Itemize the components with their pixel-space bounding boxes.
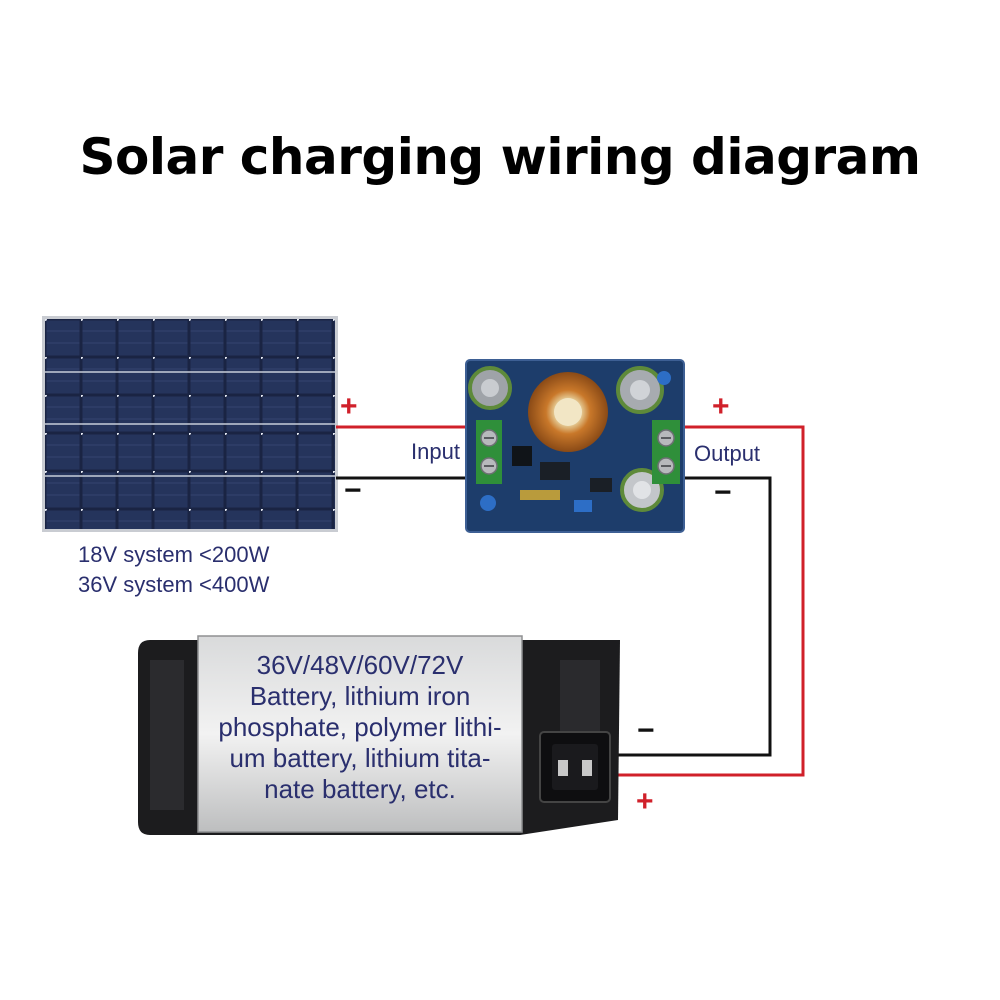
panel-minus-sign: − xyxy=(344,474,362,507)
battery-label-area xyxy=(197,635,523,833)
charging-port xyxy=(539,731,611,803)
input-terminal xyxy=(476,420,502,484)
battery-line-4: um battery, lithium tita- xyxy=(229,743,491,773)
charge-controller xyxy=(465,359,685,533)
battery-line-3: phosphate, polymer lithi- xyxy=(218,712,502,742)
output-plus-sign: + xyxy=(712,390,730,423)
battery-line-2: Battery, lithium iron xyxy=(249,681,471,711)
input-label: Input xyxy=(411,439,460,464)
battery-plus-sign: + xyxy=(636,785,654,818)
input-wires xyxy=(336,425,478,480)
output-terminal xyxy=(652,420,680,484)
battery-line-1: 36V/48V/60V/72V xyxy=(256,650,464,680)
battery-pack xyxy=(138,635,620,835)
battery-minus-sign: − xyxy=(637,714,655,747)
diagram-title: Solar charging wiring diagram xyxy=(79,128,921,186)
output-wires xyxy=(573,425,805,777)
solar-panel xyxy=(42,316,338,532)
output-positive-wire xyxy=(573,425,805,777)
panel-spec: 18V system <200W 36V system <400W xyxy=(78,540,269,600)
output-negative-wire xyxy=(573,476,772,757)
output-minus-sign: − xyxy=(714,476,732,509)
panel-spec-line-1: 18V system <200W xyxy=(78,542,270,567)
panel-spec-line-2: 36V system <400W xyxy=(78,572,270,597)
battery-line-5: nate battery, etc. xyxy=(264,774,456,804)
battery-description: 36V/48V/60V/72V Battery, lithium iron ph… xyxy=(200,650,520,805)
output-label: Output xyxy=(694,441,761,466)
panel-plus-sign: + xyxy=(340,390,358,423)
